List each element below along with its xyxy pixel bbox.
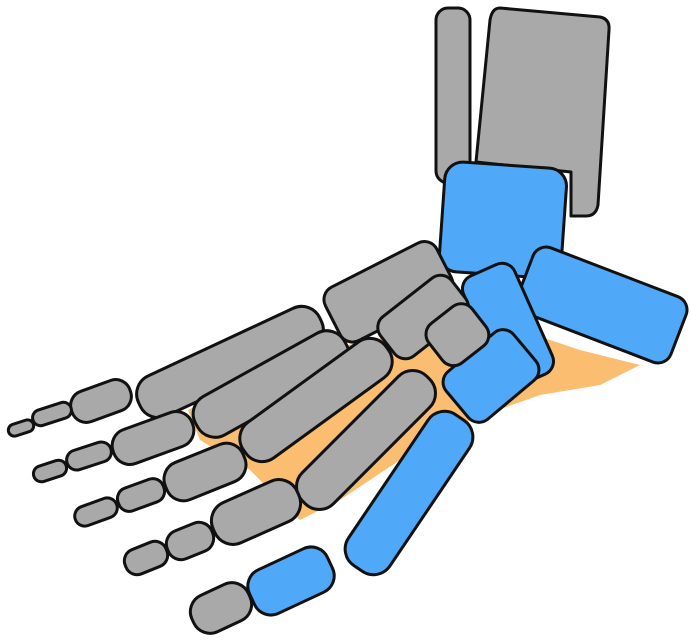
phalanx-4-proximal (209, 478, 303, 546)
phalanges-gray (6, 378, 303, 635)
phalanx-2-distal (31, 458, 69, 484)
metatarsal-3 (238, 336, 394, 464)
calcaneus-bone (515, 245, 689, 365)
metatarsal-4 (295, 369, 437, 511)
phalanx-4-distal (122, 539, 170, 577)
phalanx-5-proximal (246, 545, 336, 617)
metatarsal-highlighted (343, 409, 475, 577)
fibula-bone (434, 6, 472, 185)
metatarsal-5 (343, 409, 475, 577)
phalanx-3-distal (73, 496, 119, 528)
phalanx-1-middle (31, 400, 73, 428)
phalanx-highlighted (246, 545, 336, 617)
tarsal-bones-gray (322, 239, 491, 368)
phalanx-2-proximal (110, 410, 196, 466)
phalanx-3-proximal (162, 441, 248, 503)
phalanx-1-proximal (69, 378, 133, 424)
metatarsals-gray (135, 304, 437, 511)
cuneiform-bone-3 (424, 302, 491, 368)
phalanx-2-middle (65, 440, 113, 472)
phalanx-3-middle (115, 477, 167, 513)
phalanx-4-middle (164, 520, 216, 562)
phalanx-1-distal (6, 418, 36, 438)
